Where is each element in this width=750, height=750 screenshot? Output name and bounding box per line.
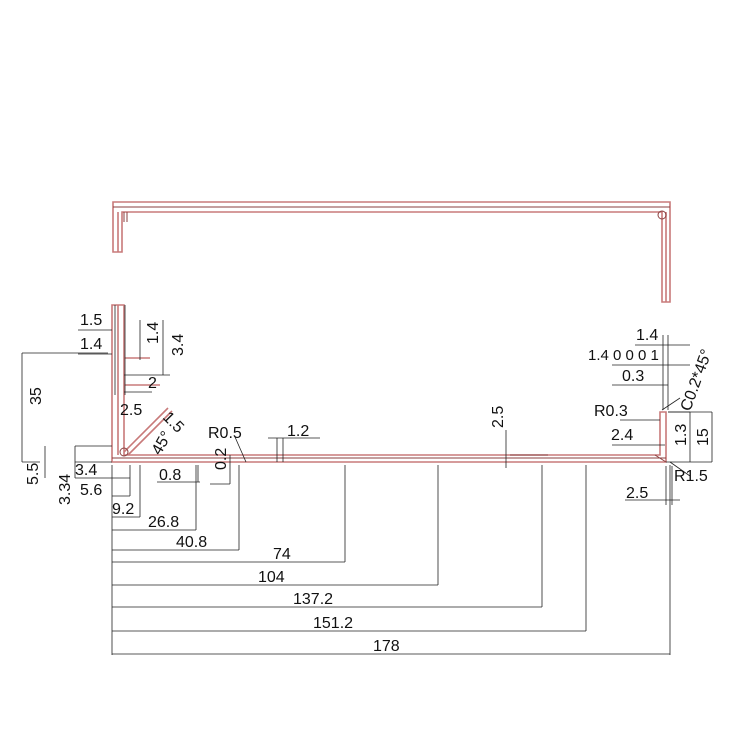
dim-26-8: 26.8 xyxy=(148,514,179,531)
dim-0-8: 0.8 xyxy=(159,467,181,484)
dim-right-1-3: 1.3 xyxy=(673,424,690,446)
dim-40-8: 40.8 xyxy=(176,534,207,551)
dim-2-5-mid: 2.5 xyxy=(490,406,507,428)
dim-151-2: 151.2 xyxy=(313,615,353,632)
dim-1-4-vertical: 1.4 xyxy=(145,322,162,344)
dim-r0-5: R0.5 xyxy=(208,425,242,442)
dim-right-2-5: 2.5 xyxy=(626,485,648,502)
dim-3-4-bottom: 3.4 xyxy=(75,462,97,479)
upper-profile xyxy=(112,201,671,303)
dim-178: 178 xyxy=(373,638,400,655)
dim-1-2: 1.2 xyxy=(287,423,309,440)
dim-1-5-top: 1.5 xyxy=(80,312,102,329)
dim-1-4-top: 1.4 xyxy=(80,336,102,353)
dim-104: 104 xyxy=(258,569,285,586)
lower-profile xyxy=(111,304,667,463)
dim-right-1-4: 1.4 xyxy=(636,327,658,344)
dim-right-2-4: 2.4 xyxy=(611,427,633,444)
dim-35: 35 xyxy=(28,387,45,405)
dim-5-5: 5.5 xyxy=(25,463,42,485)
dim-right-0-3: 0.3 xyxy=(622,368,644,385)
dim-0-2: 0.2 xyxy=(213,448,230,470)
dim-right-15: 15 xyxy=(695,428,712,446)
dim-right-r0-3: R0.3 xyxy=(594,403,628,420)
dim-right-1-4-0001: 1.4 0 0 0 1 xyxy=(588,347,659,364)
dim-right-r1-5: R1.5 xyxy=(674,468,708,485)
dim-2: 2 xyxy=(148,375,157,392)
dim-3-4-vertical: 3.4 xyxy=(170,334,187,356)
dim-74: 74 xyxy=(273,546,291,563)
dim-5-6: 5.6 xyxy=(80,482,102,499)
dimension-labels: 1.5 1.4 1.4 3.4 35 2 2.5 1.5 45° R0.5 1.… xyxy=(25,312,716,655)
dim-right-c0-2: C0.2*45° xyxy=(678,347,716,413)
dim-3-34: 3.34 xyxy=(57,474,74,505)
dimension-lines xyxy=(21,305,713,655)
dim-2-5-left: 2.5 xyxy=(120,402,142,419)
dim-137-2: 137.2 xyxy=(293,591,333,608)
dim-9-2: 9.2 xyxy=(112,501,134,518)
